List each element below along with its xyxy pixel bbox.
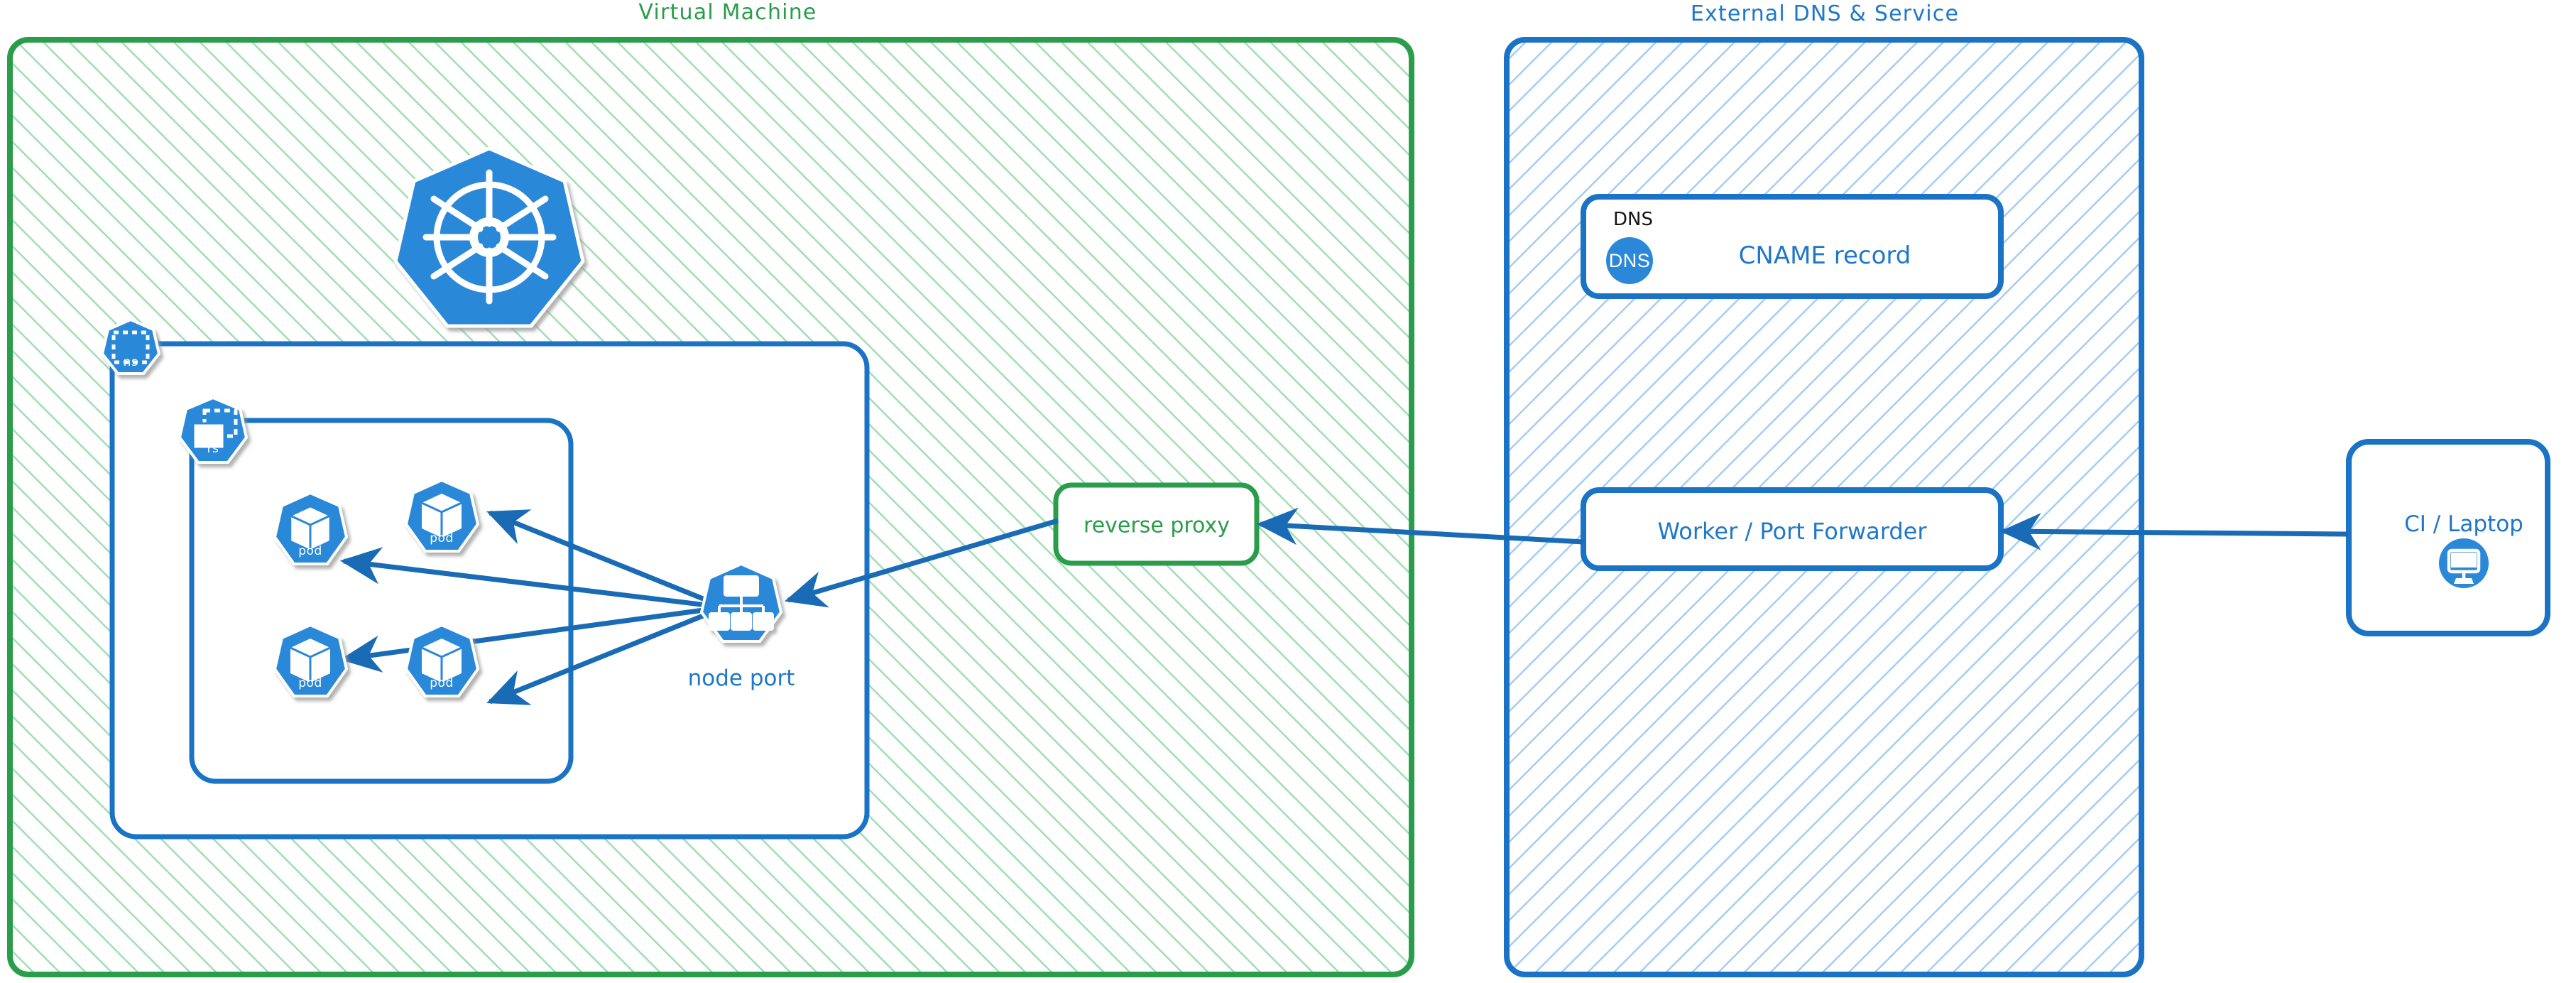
edges-layer (339, 507, 2349, 705)
zone-external-dns-service (1504, 37, 2144, 977)
replicaset-icon (178, 396, 249, 464)
reverse-proxy-label[interactable]: reverse proxy (1084, 513, 1230, 538)
edge-svc-to-pod-1 (339, 547, 725, 610)
edge-svc-to-pod-3 (339, 604, 725, 673)
zone-title-external-dns-service: External DNS & Service (1690, 1, 1960, 26)
pod-badge-label: pod (430, 531, 454, 545)
pod-cube-icon (273, 491, 349, 565)
pod-badge-label: pod (298, 676, 322, 690)
edge-svc-to-pod-2 (486, 509, 726, 610)
replicaset-container (189, 418, 574, 784)
service-badge-label: svc (731, 619, 752, 634)
pod-badge-label: pod (430, 676, 454, 690)
node-port-caption: node port (687, 666, 795, 691)
pod-cube-icon (404, 478, 480, 553)
zone-title-virtual-machine: Virtual Machine (638, 0, 817, 25)
ci-laptop-label[interactable]: CI / Laptop (2404, 511, 2523, 537)
namespace-container (109, 341, 870, 840)
edge-worker-to-reverse-proxy (1256, 507, 1584, 545)
edge-reverse-proxy-to-svc (784, 518, 1059, 608)
dns-card-title[interactable]: CNAME record (1738, 241, 1911, 270)
namespace-icon (100, 317, 161, 375)
pod-cube-icon (404, 623, 480, 697)
namespace-badge-label: ns (123, 355, 138, 369)
service-tree-icon (699, 562, 783, 643)
replicaset-badge-label: rs (207, 442, 219, 456)
kubernetes-logo-icon (393, 146, 585, 328)
pod-cube-icon (273, 623, 349, 697)
dns-badge-text: DNS (1608, 239, 1652, 283)
desktop-monitor-icon (2439, 538, 2489, 588)
zone-virtual-machine (7, 37, 1414, 977)
pod-badge-label: pod (298, 544, 322, 558)
ci-laptop-box (2346, 439, 2550, 636)
worker-label[interactable]: Worker / Port Forwarder (1657, 518, 1927, 545)
edge-ci-laptop-to-worker (1999, 513, 2349, 550)
dns-card-header: DNS (1613, 209, 1653, 230)
